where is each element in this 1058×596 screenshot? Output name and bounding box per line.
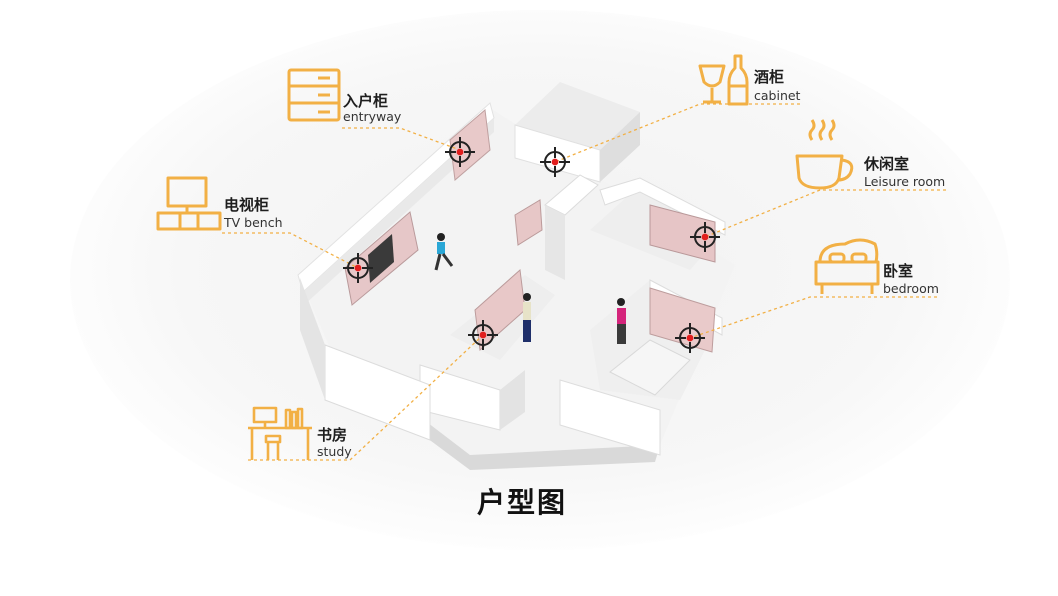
callout-line-bedroom (689, 296, 937, 339)
callout-line-study (248, 334, 484, 461)
bed-icon (814, 238, 880, 294)
label-cabinet-en: cabinet (754, 88, 801, 103)
tv-screen (368, 234, 394, 283)
tv-bench-icon (156, 176, 222, 231)
bedroom-front-wall (559, 379, 661, 456)
callout-line-leisure (704, 189, 946, 238)
label-tv-bench-zh: 电视柜 (224, 196, 270, 214)
label-leisure-room-zh: 休闲室 (864, 155, 910, 173)
cabinet-room-back (515, 82, 640, 150)
furniture-wardrobe (649, 287, 716, 353)
furniture-wine-cabinet (514, 199, 543, 246)
apartment-model (297, 82, 735, 470)
callout-line-cabinet (554, 103, 800, 163)
partition-center-face (545, 205, 565, 280)
study-desk-icon (248, 406, 312, 460)
callout-lines (222, 103, 946, 461)
label-entryway-en: entryway (343, 109, 402, 124)
label-study-zh: 书房 (317, 426, 348, 444)
cabinet-room-side (600, 112, 640, 182)
study-side-wall (500, 370, 525, 430)
label-leisure-room-en: Leisure room (864, 174, 946, 189)
person-study (523, 293, 531, 342)
left-room-end-wall (300, 278, 325, 400)
bed (609, 339, 691, 396)
label-cabinet-zh: 酒柜 (754, 68, 785, 86)
furniture-leisure-cabinet (649, 204, 716, 263)
label-bedroom-zh: 卧室 (883, 262, 914, 280)
coffee-cup-icon (795, 119, 854, 190)
wall-left-face (303, 118, 494, 306)
leisure-room-back-wall (599, 177, 726, 236)
label-entryway-zh: 入户柜 (343, 92, 389, 110)
callout-line-entryway (342, 127, 461, 151)
label-bedroom-en: bedroom (883, 281, 939, 296)
callout-line-tv-bench (222, 232, 359, 269)
label-tv-bench-en: TV bench (224, 215, 283, 230)
person-bedroom (617, 298, 626, 344)
cabinet-drawers-icon (287, 68, 341, 122)
page-title: 户型图 (477, 486, 568, 519)
person-dancing (434, 233, 454, 271)
wine-glass-bottle-icon (698, 54, 749, 106)
label-study-en: study (317, 444, 352, 459)
